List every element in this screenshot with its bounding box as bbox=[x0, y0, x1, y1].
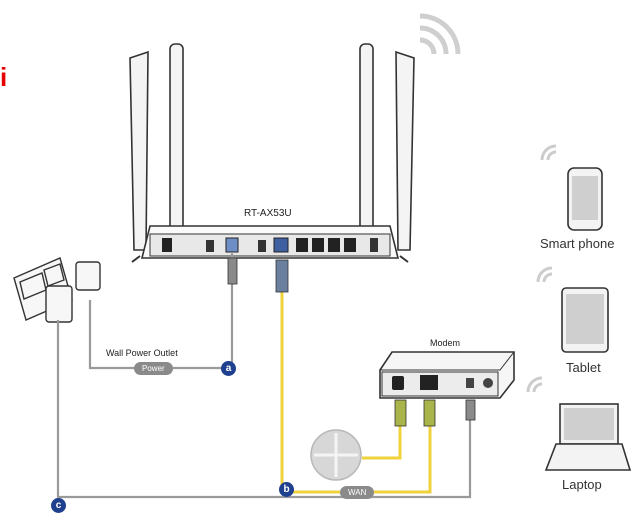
router-antennas bbox=[129, 43, 415, 251]
smartphone-icon bbox=[567, 167, 603, 231]
smartphone-wifi-icon bbox=[540, 144, 557, 161]
wall-outlet bbox=[13, 257, 101, 323]
modem-plug-right bbox=[423, 399, 436, 427]
modem-label: Modem bbox=[430, 338, 461, 348]
modem-power-cable bbox=[56, 320, 472, 499]
router-wifi-signal-icon bbox=[419, 13, 461, 55]
tablet-wifi-icon bbox=[536, 266, 553, 283]
power-cable-label: Power bbox=[134, 362, 173, 375]
power-plug-modem bbox=[465, 399, 476, 421]
marker-b: b bbox=[279, 482, 294, 497]
wall-socket-icon bbox=[310, 429, 362, 481]
power-plug-router bbox=[227, 257, 238, 285]
edge-mark: i bbox=[0, 62, 8, 92]
laptop-icon bbox=[544, 403, 632, 471]
wan-cable-label: WAN bbox=[340, 486, 375, 499]
router-body bbox=[131, 225, 409, 263]
laptop-label: Laptop bbox=[562, 477, 602, 492]
modem-body bbox=[379, 351, 515, 399]
wan-plug-router bbox=[275, 259, 289, 293]
marker-a: a bbox=[221, 361, 236, 376]
tablet-icon bbox=[561, 287, 609, 353]
smartphone-label: Smart phone bbox=[540, 236, 615, 251]
marker-c: c bbox=[51, 498, 66, 513]
modem-plug-left bbox=[394, 399, 407, 427]
laptop-wifi-icon bbox=[526, 376, 543, 393]
wall-power-outlet-label: Wall Power Outlet bbox=[106, 348, 178, 358]
router-model-label: RT-AX53U bbox=[244, 208, 292, 219]
tablet-label: Tablet bbox=[566, 360, 601, 375]
